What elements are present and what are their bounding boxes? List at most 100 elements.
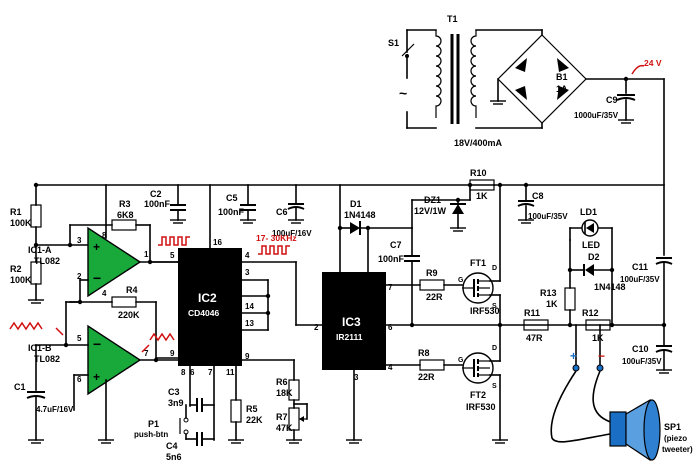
triangle-wave-out-icon [149, 332, 175, 342]
output-stage: R11 47R R12 1K R13 1K LD1 LED D2 1N4148 [523, 207, 693, 462]
vco-freq-label: 17- 30KHz [256, 233, 297, 243]
ft1-part: IRF530 [470, 306, 500, 316]
svg-text:D: D [492, 265, 497, 272]
c2-label: C2 [150, 189, 162, 199]
ic1b-label: IC1-B [28, 343, 52, 353]
svg-text:8: 8 [181, 368, 186, 377]
svg-text:5: 5 [77, 334, 82, 343]
d1-value: 1N4148 [344, 210, 376, 220]
d1-label: D1 [350, 199, 362, 209]
svg-text:+: + [570, 349, 577, 363]
opamp-section: R1 100K R2 100K + − 3 2 8 4 1 IC1-A TL08… [9, 184, 190, 444]
r3-label: R3 [119, 199, 131, 209]
svg-text:1: 1 [144, 250, 149, 259]
svg-text:+: + [93, 240, 100, 254]
r13-value: 1K [546, 299, 558, 309]
r5-label: R5 [246, 404, 258, 414]
svg-text:S: S [492, 383, 497, 390]
svg-text:8: 8 [102, 231, 107, 240]
svg-text:16: 16 [213, 238, 222, 247]
svg-text:7: 7 [208, 368, 213, 377]
r11-label: R11 [524, 308, 540, 318]
s1-label: S1 [388, 38, 399, 48]
ac-mains-symbol: ~ [399, 85, 407, 101]
r7-label: R7 [276, 412, 288, 422]
ic1a-label: IC1-A [28, 245, 52, 255]
r2-label: R2 [10, 264, 22, 274]
dz1-label: DZ1 [424, 195, 441, 205]
r3-value: 6K8 [117, 210, 134, 220]
power-supply: S1 ~ T1 18V/400mA B1 1A [388, 14, 665, 256]
ic2-cd4046: IC2 CD4046 16 5 9 4 3 14 13 9 6 7 11 8 1… [134, 184, 323, 462]
ic1b-part: TL082 [34, 354, 60, 364]
r2-value: 100K [10, 275, 32, 285]
t1-rating: 18V/400mA [454, 138, 503, 148]
c7-value: 100nF [378, 254, 405, 264]
r7-value: 47K [276, 423, 293, 433]
ic3-label: IC3 [342, 315, 361, 329]
svg-text:−: − [93, 270, 101, 286]
triangle-wave-icon [9, 321, 43, 331]
bridge-rectifier-b1: B1 1A [497, 34, 587, 124]
svg-text:9: 9 [170, 349, 175, 358]
svg-text:2: 2 [77, 272, 82, 281]
c3-label: C3 [168, 387, 180, 397]
svg-text:7: 7 [144, 349, 149, 358]
ld1-label: LD1 [580, 207, 597, 217]
supply-voltage-label: 24 V [644, 58, 662, 68]
svg-text:S: S [492, 303, 497, 310]
c10-label: C10 [632, 344, 649, 354]
svg-text:5: 5 [170, 251, 175, 260]
r6-value: 18K [276, 388, 293, 398]
svg-text:3: 3 [245, 268, 250, 277]
ft2-part: IRF530 [466, 402, 496, 412]
c9-value: 1000uF/35V [574, 111, 619, 120]
svg-text:11: 11 [226, 368, 235, 377]
c11-value: 100uF/35V [620, 275, 660, 284]
vco-square-wave-icon [258, 245, 290, 255]
c6-label: C6 [276, 207, 288, 217]
svg-text:−: − [598, 349, 605, 363]
r4-label: R4 [126, 285, 138, 295]
ic2-label: IC2 [198, 291, 217, 305]
svg-text:3: 3 [77, 236, 82, 245]
svg-text:9: 9 [245, 352, 250, 361]
opamp-ic1a [87, 226, 142, 298]
ft1-label: FT1 [470, 258, 486, 268]
r12-label: R12 [582, 308, 599, 318]
r9-label: R9 [426, 268, 438, 278]
c7-label: C7 [390, 240, 402, 250]
sp1-line1: (piezo [664, 434, 687, 443]
opamp-ic1b [87, 324, 142, 396]
svg-text:4: 4 [102, 289, 107, 298]
sp1-label: SP1 [664, 422, 681, 432]
c5-value: 100nF [218, 207, 245, 217]
svg-text:+: + [93, 370, 100, 384]
c4-label: C4 [166, 441, 178, 451]
transformer-t1: T1 18V/400mA [435, 14, 503, 148]
svg-text:8: 8 [366, 275, 371, 284]
dz1-value: 12V/1W [414, 206, 447, 216]
c9-label: C9 [606, 95, 618, 105]
b1-label: B1 [556, 72, 568, 82]
svg-text:6: 6 [77, 375, 82, 384]
r10-value: 1K [476, 191, 488, 201]
svg-text:D: D [492, 345, 497, 352]
square-wave-icon [158, 236, 190, 246]
r5-value: 22K [246, 415, 263, 425]
r10-label: R10 [470, 168, 487, 178]
ic2-part: CD4046 [188, 308, 219, 318]
ic1a-part: TL082 [34, 256, 60, 266]
svg-text:1: 1 [336, 275, 341, 284]
svg-text:6: 6 [190, 368, 195, 377]
r12-value: 1K [592, 333, 604, 343]
svg-text:−: − [93, 336, 101, 352]
b1-rating: 1A [556, 84, 568, 94]
ic3-ir2111: IC3 IR2111 1 8 2 7 6 4 3 D1 1N4148 C7 10… [314, 184, 665, 444]
r8-label: R8 [418, 348, 430, 358]
ic2-body [178, 248, 242, 366]
r1-value: 100K [10, 218, 32, 228]
decoupling-caps: C2 100nF C5 100nF C6 100uF/16V [144, 184, 312, 238]
svg-text:7: 7 [388, 283, 393, 292]
